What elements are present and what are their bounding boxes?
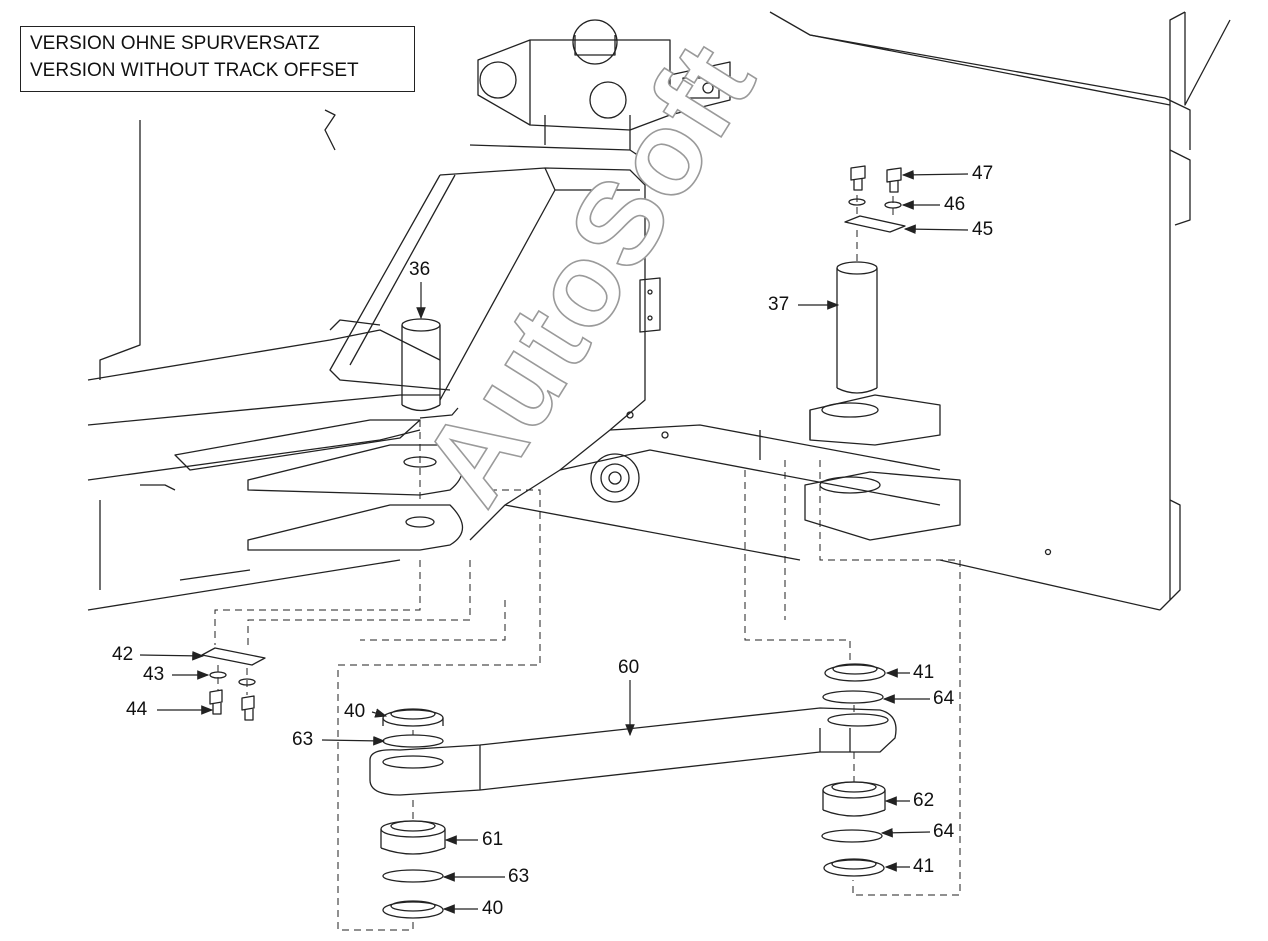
pin-37 [836,261,878,394]
right-bushing-blocks [804,394,961,541]
pin-36 [401,318,459,419]
callout-64-top: 64 [933,688,955,709]
callout-63-bottom: 63 [508,866,530,887]
callout-61: 61 [482,829,504,850]
assembly-guides [214,195,961,931]
callout-45: 45 [972,219,994,240]
callout-62: 62 [913,790,935,811]
callout-40-bottom: 40 [482,898,504,919]
callout-43: 43 [143,664,165,685]
leader-lines [139,170,969,914]
callout-64-bottom: 64 [933,821,955,842]
title-line-english: VERSION WITHOUT TRACK OFFSET [30,60,359,81]
cross-beam [504,411,1052,561]
center-column [329,19,731,541]
callout-63-top: 63 [292,729,314,750]
callout-36: 36 [409,259,431,280]
hardware-45-47 [844,165,906,233]
callout-42: 42 [112,644,134,665]
left-plates [247,444,464,551]
callout-41-bottom: 41 [913,856,935,877]
callout-47: 47 [972,163,994,184]
callout-46: 46 [944,194,966,215]
callout-60: 60 [618,657,640,678]
title-line-german: VERSION OHNE SPURVERSATZ [30,33,320,54]
hardware-42-44 [201,647,266,721]
title-box: VERSION OHNE SPURVERSATZ VERSION WITHOUT… [20,26,415,92]
callout-37: 37 [768,294,790,315]
chassis-frame [87,109,441,611]
callout-44: 44 [126,699,148,720]
callout-41-top: 41 [913,662,935,683]
side-panel [769,11,1231,611]
tie-rod-60 [369,707,897,796]
callout-40-top: 40 [344,701,366,722]
